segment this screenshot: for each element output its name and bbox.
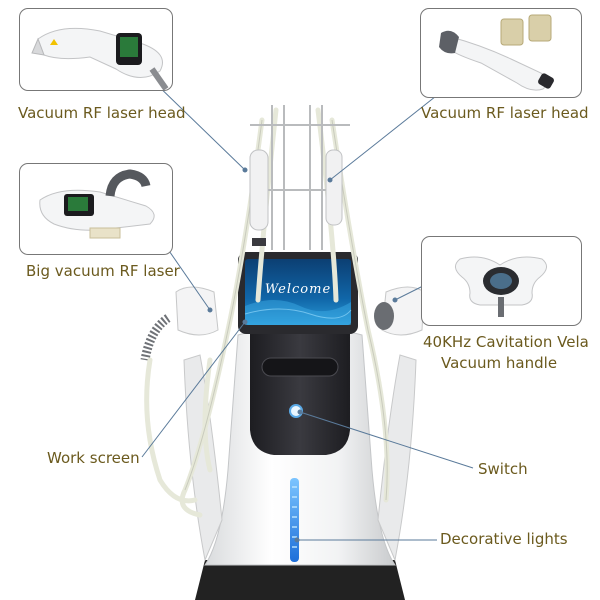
screen-welcome-text: Welcome [264,282,332,297]
label-switch: Switch [478,460,528,478]
label-cavitation-line2: Vacuum handle [441,354,558,372]
handle-rack [250,105,350,250]
decorative-light-bar [290,478,299,562]
screen-display [245,259,351,325]
inset-vacuum-rf-head-left [19,8,173,91]
side-panel-right [377,354,417,562]
front-dark-panel [250,330,350,455]
machine-base [195,560,405,600]
label-work-screen: Work screen [47,449,140,467]
inset-big-vacuum-rf-laser [19,163,173,255]
cavitation-handle-icon [455,256,547,317]
inset-cavitation-handle [421,236,582,326]
big-handpiece-icon [39,169,155,239]
label-big-vacuum-rf-laser: Big vacuum RF laser [26,262,180,280]
handpiece-icon [31,27,169,90]
leader-lines [141,77,474,543]
front-slot [261,357,339,377]
rack-handle-right [325,149,343,226]
label-decorative-lights: Decorative lights [440,530,568,548]
label-vacuum-rf-laser-head-left: Vacuum RF laser head [18,104,186,122]
rack-handle-left [249,149,269,231]
left-holder [175,286,219,336]
inset-vacuum-rf-head-right [420,8,582,98]
handpiece-icon-right [439,14,554,91]
light-bar-dots [292,486,297,548]
label-vacuum-rf-laser-head-right: Vacuum RF laser head [421,104,589,122]
label-cavitation-line1: 40KHz Cavitation Vela [423,333,589,351]
left-corrugated-tube [140,314,171,361]
